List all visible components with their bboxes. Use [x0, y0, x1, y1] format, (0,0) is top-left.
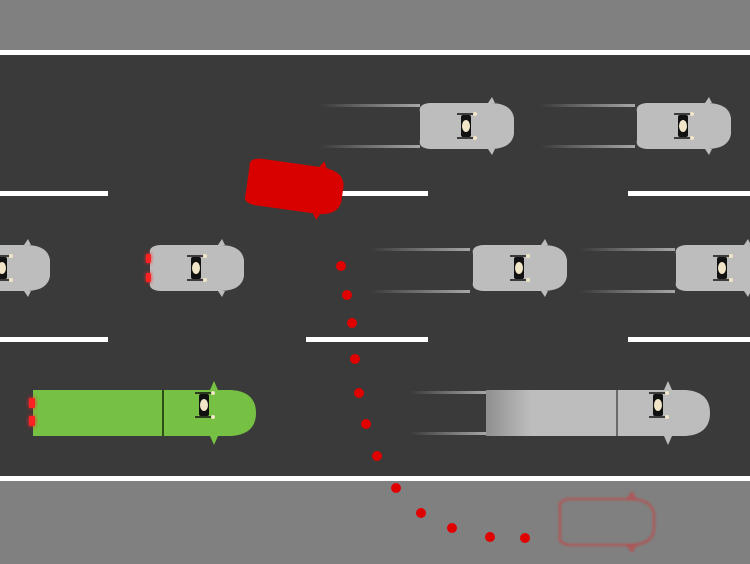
trajectory-dot-icon — [336, 261, 346, 271]
lane-markings-upper — [0, 191, 750, 196]
road-edge-top — [0, 50, 750, 55]
green-truck — [29, 381, 256, 445]
trajectory-dot-icon — [372, 451, 382, 461]
traffic-car-top-1 — [419, 97, 514, 155]
trajectory-dot-icon — [342, 290, 352, 300]
trajectory-dot-icon — [447, 523, 457, 533]
bottom-shoulder — [0, 478, 750, 564]
ego-trajectory — [336, 261, 530, 543]
trajectory-dot-icon — [361, 419, 371, 429]
motion-streaks — [320, 104, 675, 435]
traffic-car-top-2 — [636, 97, 731, 155]
trajectory-dot-icon — [520, 533, 530, 543]
trajectory-dot-icon — [354, 388, 364, 398]
truck-brake-light-icon — [29, 398, 35, 426]
traffic-car-mid-3 — [675, 239, 750, 297]
road-edge-bottom — [0, 476, 750, 481]
trajectory-dot-icon — [347, 318, 357, 328]
trajectory-dot-icon — [391, 483, 401, 493]
grey-truck — [486, 381, 710, 445]
trajectory-dot-icon — [350, 354, 360, 364]
traffic-car-mid-2 — [472, 239, 567, 297]
trajectory-dot-icon — [485, 532, 495, 542]
braking-car-mid — [146, 239, 244, 297]
trajectory-dot-icon — [416, 508, 426, 518]
brake-light-icon — [146, 254, 151, 282]
lane-markings-lower — [0, 337, 750, 342]
top-shoulder — [0, 0, 750, 52]
